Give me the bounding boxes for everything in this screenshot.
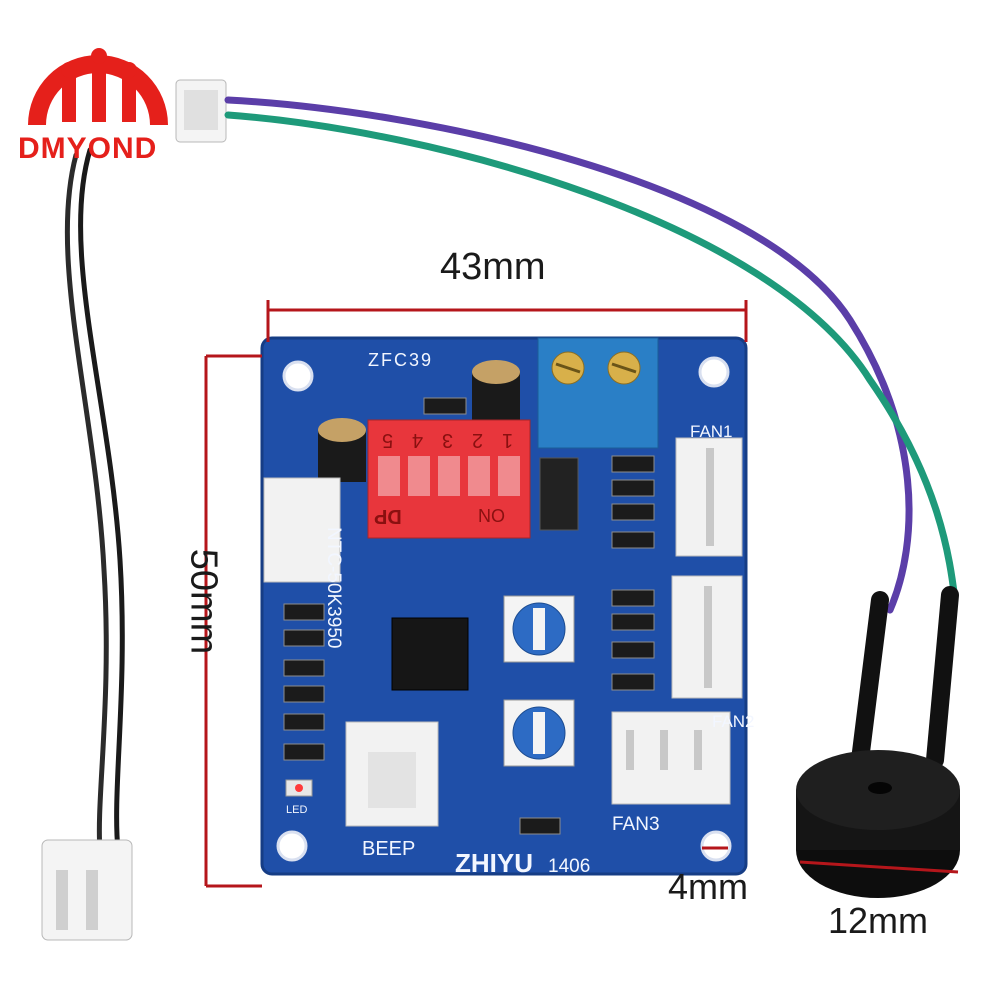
capacitor [318, 418, 366, 482]
dip-switch-number: 3 [442, 429, 454, 451]
sensor-header [263, 477, 341, 583]
dip-switch [367, 419, 531, 539]
height-dimension-label: 50mm [182, 548, 225, 655]
potentiometer [503, 595, 575, 663]
sensor-top-connector [175, 79, 227, 143]
potentiometer [503, 699, 575, 767]
capacitor [472, 360, 520, 424]
dip-switch-number: 5 [382, 429, 394, 451]
mount-hole-dimension-label: 4mm [668, 866, 748, 907]
smd-resistors [283, 397, 655, 835]
pcb-sensor-label: NTC-50K3950 [323, 527, 344, 649]
dimension-lines [204, 300, 748, 888]
sensor-bottom-connector [41, 839, 133, 941]
status-led [285, 779, 313, 797]
brand-name: DMYOND [18, 132, 158, 165]
fan2-header [671, 575, 743, 699]
dip-switch-number: 1 [502, 429, 514, 451]
pcb-maker-label: ZHIYU [455, 848, 533, 878]
controller-chip [391, 617, 469, 691]
ntc-sensor-wire [64, 147, 125, 853]
dip-switch-label: DP [374, 505, 402, 527]
buzzer [796, 750, 960, 898]
pcb-fan1-label: FAN1 [690, 422, 733, 441]
buzzer-leads [851, 586, 959, 769]
dip-switch-number: 4 [412, 429, 424, 451]
fan3-header [611, 711, 731, 805]
beep-header [345, 721, 439, 827]
brand-logo [28, 48, 168, 125]
power-terminal-block [537, 337, 659, 449]
buzzer-wires [224, 96, 959, 614]
dip-switch-number: 2 [472, 429, 484, 451]
pcb-beep-label: BEEP [362, 838, 416, 860]
buzzer-dimension-label: 12mm [828, 900, 929, 941]
voltage-regulator [539, 457, 579, 531]
fan1-header [675, 437, 743, 557]
buzzer-dimension-line [799, 860, 959, 874]
pcb-model-label: ZFC39 [368, 350, 434, 370]
width-dimension-label: 43mm [440, 246, 546, 288]
pcb-fan3-label: FAN3 [612, 814, 660, 835]
dip-switch-on-label: ON [478, 505, 505, 525]
pcb-code-label: 1406 [548, 856, 591, 877]
pcb-led-label: LED [286, 804, 308, 816]
pcb-fan2-label: FAN2 [712, 712, 755, 731]
